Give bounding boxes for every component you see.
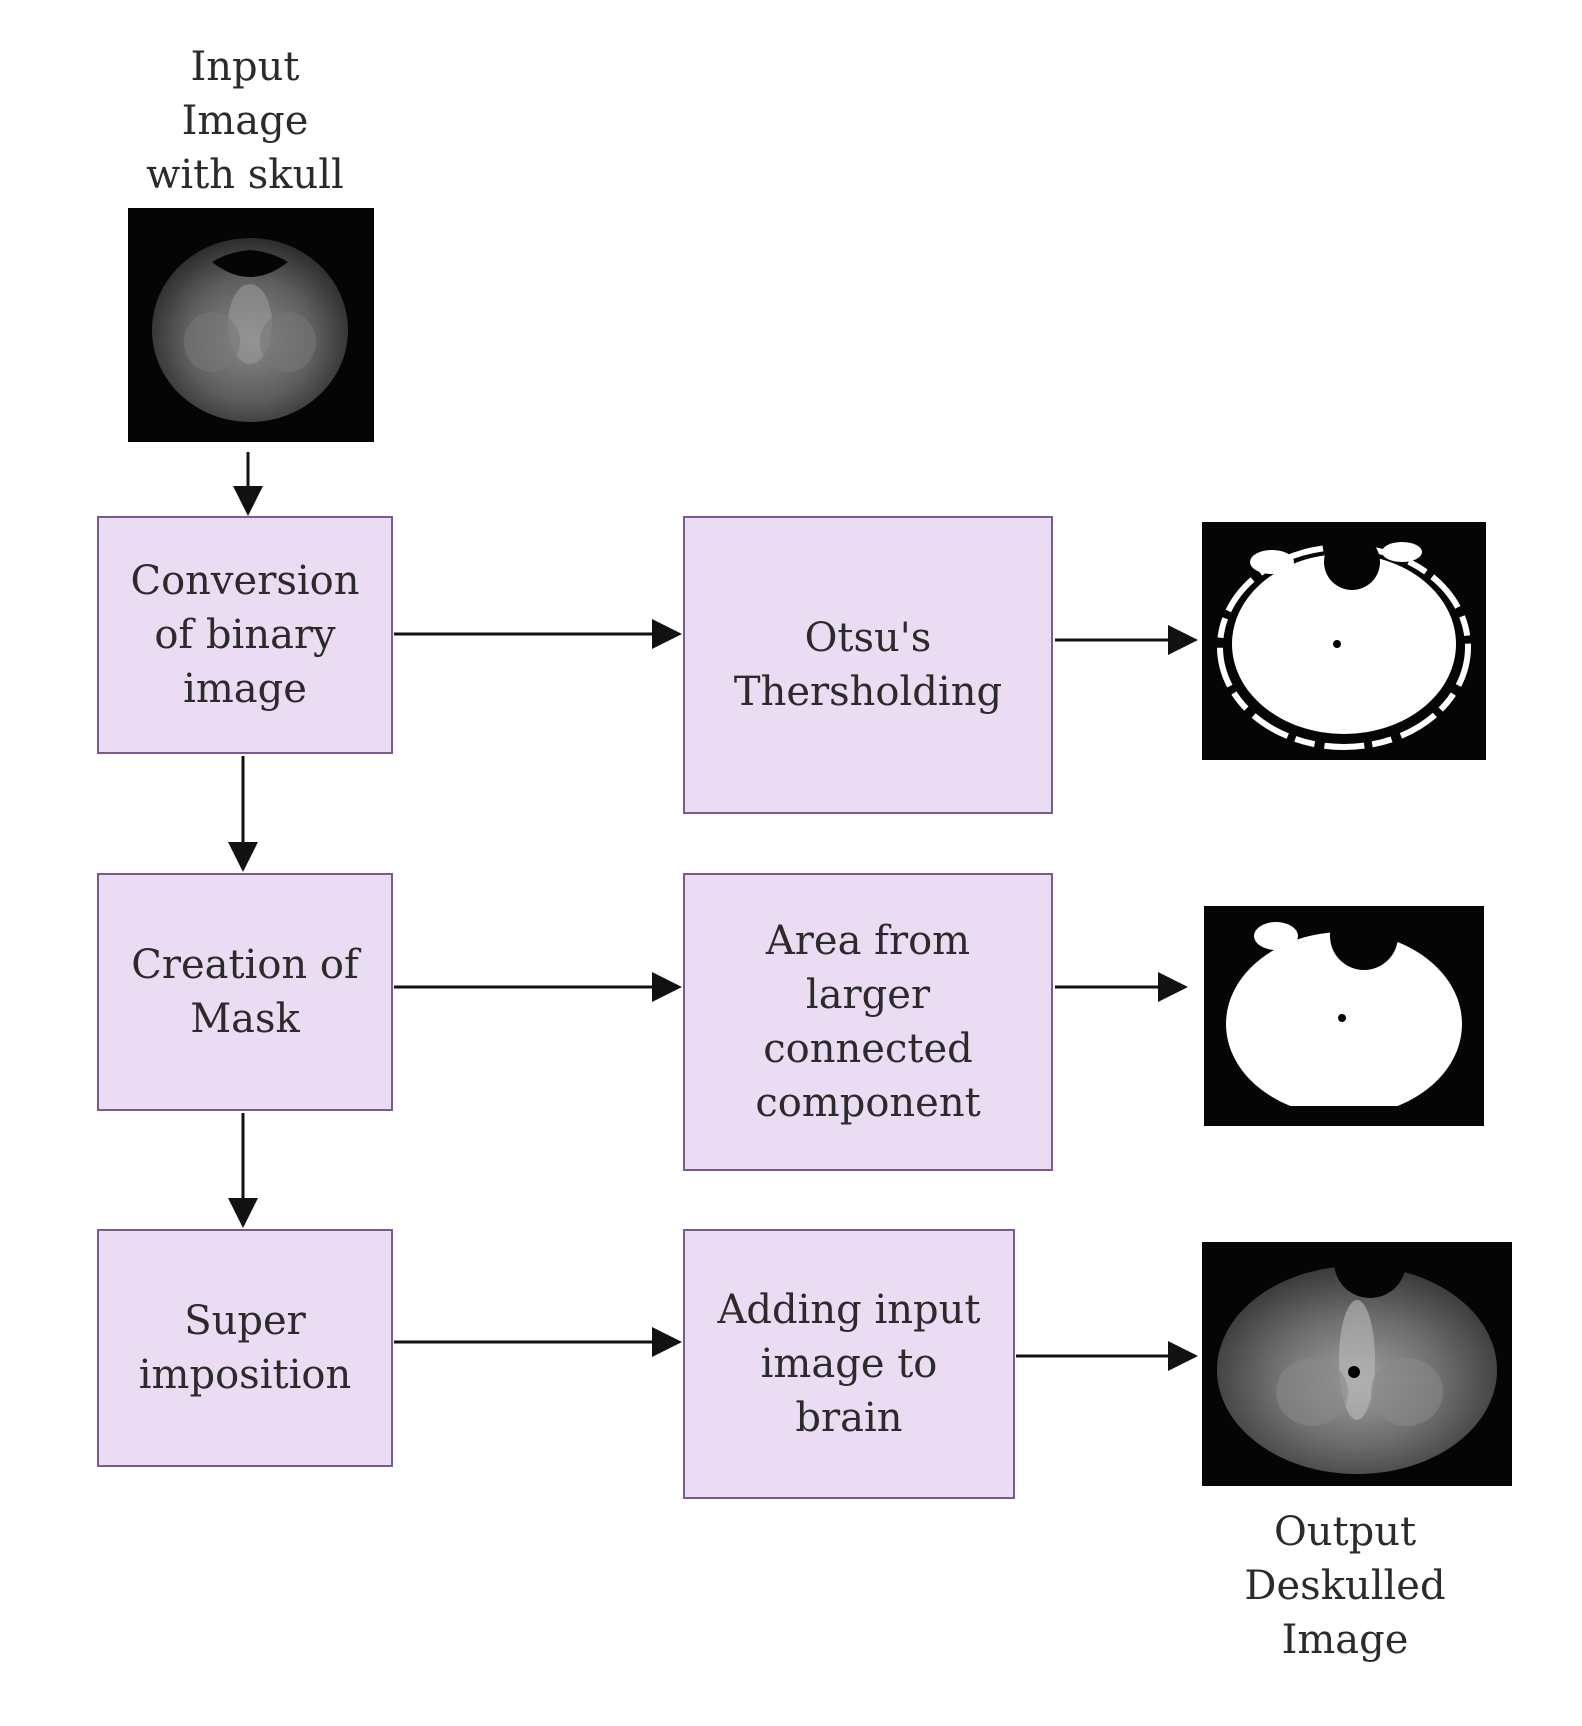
input-skull-image — [112, 192, 382, 447]
step-binary-conversion: Conversion of binary image — [97, 516, 393, 754]
step-adding-input: Adding input image to brain — [683, 1229, 1015, 1499]
step-otsu-thresholding-label: Otsu's Thersholding — [733, 615, 1003, 715]
step-binary-conversion-label: Conversion of binary image — [130, 558, 360, 712]
step-mask-creation-label: Creation of Mask — [131, 942, 359, 1042]
step-largest-component-label: Area from larger connected component — [755, 918, 981, 1126]
step-superimposition: Super imposition — [97, 1229, 393, 1467]
otsu-result-image — [1202, 522, 1486, 760]
mask-result-image — [1204, 906, 1484, 1126]
input-caption: Input Image with skull — [146, 44, 344, 198]
step-adding-input-label: Adding input image to brain — [717, 1287, 981, 1441]
output-deskulled-image — [1202, 1242, 1512, 1486]
step-otsu-thresholding: Otsu's Thersholding — [683, 516, 1053, 814]
step-mask-creation: Creation of Mask — [97, 873, 393, 1111]
step-superimposition-label: Super imposition — [138, 1298, 352, 1398]
step-largest-component: Area from larger connected component — [683, 873, 1053, 1171]
output-caption: Output Deskulled Image — [1244, 1509, 1446, 1663]
